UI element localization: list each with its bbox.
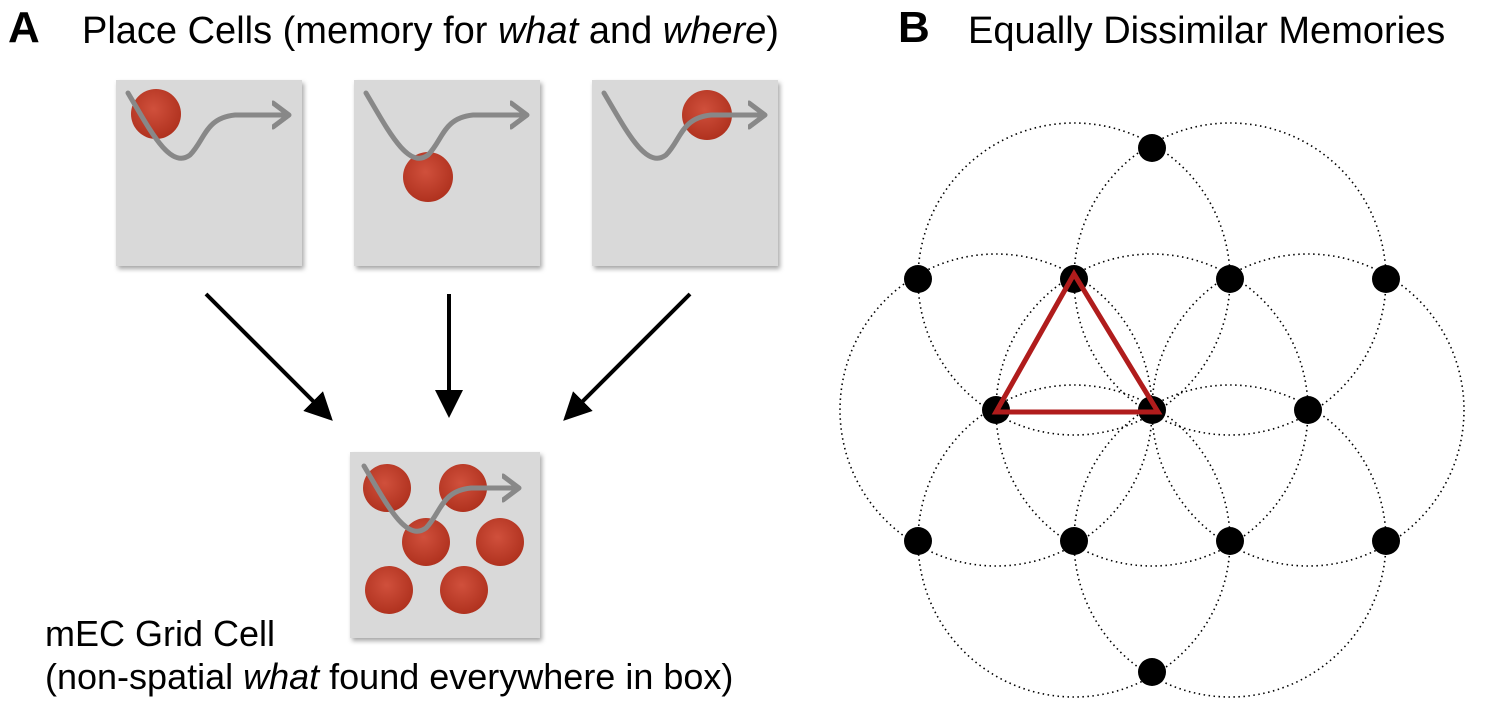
panel-a-caption: mEC Grid Cell (non-spatial what found ev… — [45, 612, 733, 698]
arrow-right — [563, 292, 692, 421]
arrow-left — [204, 292, 333, 421]
caption-line-2-what: what — [243, 656, 320, 698]
caption-line-1: mEC Grid Cell — [45, 613, 276, 654]
memory-node — [1294, 396, 1322, 424]
panel-a-title-what: what — [497, 10, 579, 52]
convergence-arrows — [204, 292, 692, 421]
panel-a-title-prefix: Place Cells (memory for — [82, 10, 498, 52]
panel-a-title: Place Cells (memory for what and where) — [82, 12, 779, 50]
memory-node — [1138, 134, 1166, 162]
grid-cell-box — [350, 452, 540, 638]
panel-a-title-mid: and — [578, 10, 663, 52]
trajectory-3 — [601, 90, 764, 161]
place-cell-box-1 — [116, 80, 302, 266]
trajectory-2 — [363, 90, 526, 161]
place-cell-box-2 — [354, 80, 540, 266]
memory-node — [1372, 527, 1400, 555]
place-cell-box-3 — [592, 80, 778, 266]
caption-line-2: (non-spatial what found everywhere in bo… — [45, 655, 733, 698]
memory-node — [1216, 265, 1244, 293]
grid-field-1 — [363, 464, 411, 512]
equidistant-triangle — [991, 269, 1163, 415]
place-field-2 — [403, 152, 453, 202]
grid-field-5 — [365, 566, 413, 614]
grid-field-4 — [476, 518, 524, 566]
memory-node — [1216, 527, 1244, 555]
panel-a-letter: A — [8, 3, 40, 52]
panel-a-title-where: where — [662, 10, 767, 52]
caption-line-2-prefix: (non-spatial — [45, 656, 244, 698]
memory-node — [1060, 527, 1088, 555]
panel-a-title-suffix: ) — [766, 10, 779, 52]
memory-node — [904, 527, 932, 555]
memory-node — [904, 265, 932, 293]
memory-node — [1372, 265, 1400, 293]
circle-5 — [1151, 253, 1465, 567]
trajectory-1 — [125, 90, 288, 161]
grid-trajectory — [361, 463, 518, 534]
place-field-1 — [131, 89, 181, 139]
memory-node — [1138, 658, 1166, 686]
panel-b-title: Equally Dissimilar Memories — [968, 10, 1446, 52]
grid-field-6 — [440, 566, 488, 614]
caption-line-2-suffix: found everywhere in box) — [319, 656, 734, 698]
panel-b-letter: B — [898, 3, 930, 52]
